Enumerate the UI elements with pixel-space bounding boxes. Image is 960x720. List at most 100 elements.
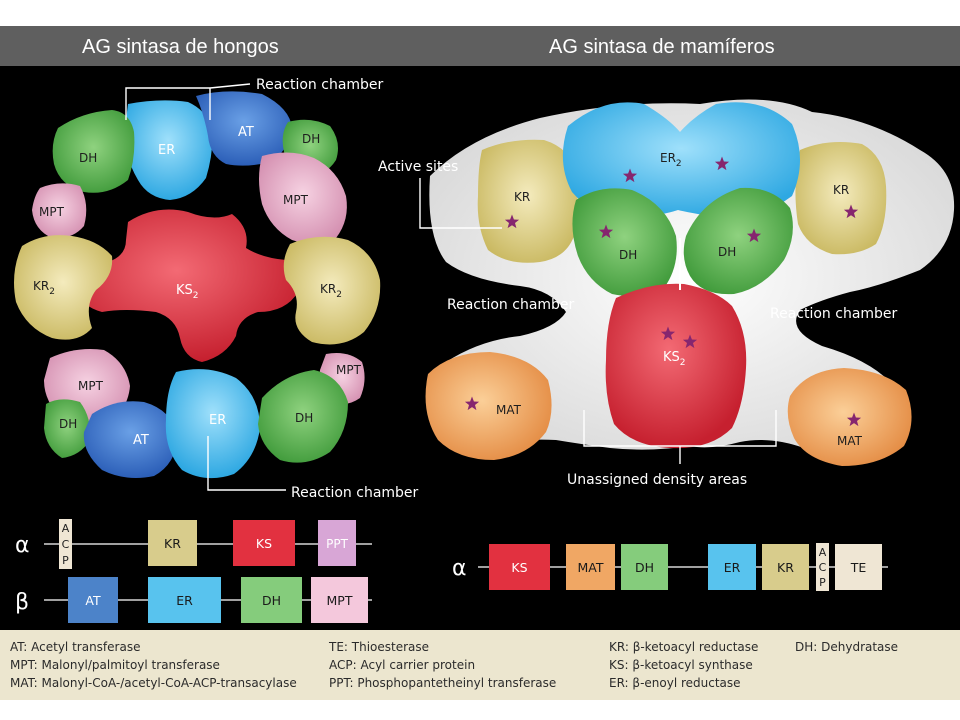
mammal-ks-box bbox=[489, 544, 550, 590]
title-bar bbox=[0, 26, 960, 66]
fungal-at-top-domain bbox=[196, 91, 292, 166]
legend-mpt: MPT: Malonyl/palmitoyl transferase bbox=[10, 658, 220, 672]
mammal-acp-letter-a: A bbox=[819, 546, 827, 559]
mammal-te-box bbox=[835, 544, 882, 590]
legend-panel bbox=[0, 630, 960, 700]
fungal-reaction-chamber-top-bracket bbox=[125, 83, 251, 120]
mammal-mat-right-domain bbox=[787, 368, 912, 466]
fungal-dh-top-right-label: DH bbox=[302, 132, 320, 146]
mammal-dh-left-label: DH bbox=[619, 248, 637, 262]
mammal-acp-letter-p: P bbox=[819, 576, 826, 589]
active-site-star bbox=[746, 228, 762, 243]
fungal-beta-symbol: β bbox=[15, 590, 29, 615]
fungal-at-bottom-domain bbox=[83, 401, 178, 478]
fungal-er-box bbox=[148, 577, 221, 623]
fungal-er-bottom-domain bbox=[165, 369, 260, 479]
mammal-er-box-label: ER bbox=[724, 560, 741, 575]
mammal-mat-box bbox=[566, 544, 615, 590]
fungal-dh-bottom-right-domain bbox=[258, 370, 348, 463]
fungal-kr2-left-domain bbox=[14, 235, 113, 340]
fungal-er-top-domain bbox=[124, 100, 213, 200]
fungal-mpt-top-left-label: MPT bbox=[39, 205, 65, 219]
active-site-star bbox=[714, 156, 730, 171]
fungal-dh-box bbox=[241, 577, 302, 623]
fungal-dh-box-label: DH bbox=[262, 593, 281, 608]
mammal-kr-left-domain bbox=[477, 139, 578, 263]
legend-ppt: PPT: Phosphopantetheinyl transferase bbox=[329, 676, 556, 690]
mammal-dh-box-label: DH bbox=[635, 560, 654, 575]
fungal-kr2-right-domain bbox=[283, 236, 381, 345]
fungal-acp-letter-a: A bbox=[62, 522, 70, 535]
mammal-dh-box bbox=[621, 544, 668, 590]
mammal-kr-right-label: KR bbox=[833, 183, 849, 197]
fungal-acp-letter-c: C bbox=[62, 538, 70, 551]
legend-er: ER: β-enoyl reductase bbox=[609, 676, 741, 690]
fungal-structure bbox=[14, 91, 381, 479]
fungal-ks-box-label: KS bbox=[256, 536, 272, 551]
active-site-star bbox=[846, 412, 862, 427]
fungal-kr2-left-label: KR2 bbox=[33, 279, 55, 297]
active-site-star bbox=[464, 396, 480, 411]
active-sites-label: Active sites bbox=[378, 159, 458, 175]
fungal-er-top-label: ER bbox=[158, 143, 175, 158]
fungal-ks-box bbox=[233, 520, 295, 566]
fungal-alpha-symbol: α bbox=[15, 533, 30, 558]
mammal-kr-box bbox=[762, 544, 809, 590]
mammal-te-box-label: TE bbox=[850, 560, 867, 575]
legend-dh: DH: Dehydratase bbox=[795, 640, 898, 654]
mammal-kr-left-label: KR bbox=[514, 190, 530, 204]
unassigned-density-label: Unassigned density areas bbox=[567, 472, 747, 488]
active-site-star bbox=[504, 214, 520, 229]
mammal-reaction-chamber-right-label: Reaction chamber bbox=[770, 306, 898, 322]
fungal-reaction-chamber-bottom-bracket bbox=[207, 436, 286, 491]
active-site-star bbox=[622, 168, 638, 183]
fungal-mpt-box bbox=[311, 577, 368, 623]
unassigned-bracket bbox=[583, 410, 777, 464]
fungal-dh-bottom-left-label: DH bbox=[59, 417, 77, 431]
active-site-star bbox=[598, 224, 614, 239]
fungal-ppt-box-label: PPT bbox=[326, 537, 348, 551]
mammal-acp-box bbox=[816, 543, 829, 591]
fungal-er-box-label: ER bbox=[176, 593, 193, 608]
mammal-acp-letter-c: C bbox=[819, 561, 827, 574]
fungal-ppt-box bbox=[318, 520, 356, 566]
legend-kr: KR: β-ketoacyl reductase bbox=[609, 640, 758, 654]
fungal-beta-bar: β AT ER DH MPT bbox=[15, 577, 372, 623]
mammal-ks2-domain bbox=[605, 283, 747, 449]
legend-at: AT: Acetyl transferase bbox=[10, 640, 140, 654]
active-site-star bbox=[843, 204, 859, 219]
legend-te: TE: Thioesterase bbox=[328, 640, 429, 654]
fungal-reaction-chamber-top-label: Reaction chamber bbox=[256, 77, 384, 93]
mammal-kr-box-label: KR bbox=[777, 560, 794, 575]
mammal-er-box bbox=[708, 544, 756, 590]
mammal-dh-right-domain bbox=[683, 187, 793, 295]
fungal-at-box bbox=[68, 577, 118, 623]
mammal-alpha-symbol: α bbox=[452, 556, 467, 581]
fungal-at-box-label: AT bbox=[85, 593, 101, 608]
mammalian-labels: ER2 KR KR DH DH KS2 MAT MAT Active sites… bbox=[378, 151, 898, 488]
fungal-at-top-label: AT bbox=[238, 125, 254, 140]
fungal-er-bottom-label: ER bbox=[209, 413, 226, 428]
mammal-er2-label: ER2 bbox=[660, 151, 682, 169]
active-site-stars bbox=[464, 156, 862, 427]
active-site-star bbox=[682, 334, 698, 349]
fungal-reaction-chamber-bottom-label: Reaction chamber bbox=[291, 485, 419, 501]
active-sites-leader bbox=[419, 178, 502, 229]
fungal-labels: ER AT DH DH MPT MPT KR2 KR2 KS2 MPT MPT … bbox=[33, 77, 419, 501]
fungal-alpha-bar: α A C P KR KS PPT bbox=[15, 519, 372, 569]
mammal-mat-left-domain bbox=[425, 352, 552, 460]
mammal-mat-left-label: MAT bbox=[496, 403, 522, 417]
mammal-dh-right-label: DH bbox=[718, 245, 736, 259]
fungal-acp-box bbox=[59, 519, 72, 569]
mammal-alpha-bar: α KS MAT DH ER KR A C P TE bbox=[452, 543, 888, 591]
fungal-dh-bottom-right-label: DH bbox=[295, 411, 313, 425]
fungal-kr-box-label: KR bbox=[164, 536, 181, 551]
mammalian-title: AG sintasa de mamíferos bbox=[549, 36, 775, 58]
fungal-title: AG sintasa de hongos bbox=[82, 36, 279, 58]
legend-mat: MAT: Malonyl-CoA-/acetyl-CoA-ACP-transac… bbox=[10, 676, 297, 690]
fungal-kr-box bbox=[148, 520, 197, 566]
fungal-ks2-domain bbox=[76, 209, 300, 362]
legend-ks: KS: β-ketoacyl synthase bbox=[609, 658, 753, 672]
fungal-ks2-label: KS2 bbox=[176, 283, 199, 301]
